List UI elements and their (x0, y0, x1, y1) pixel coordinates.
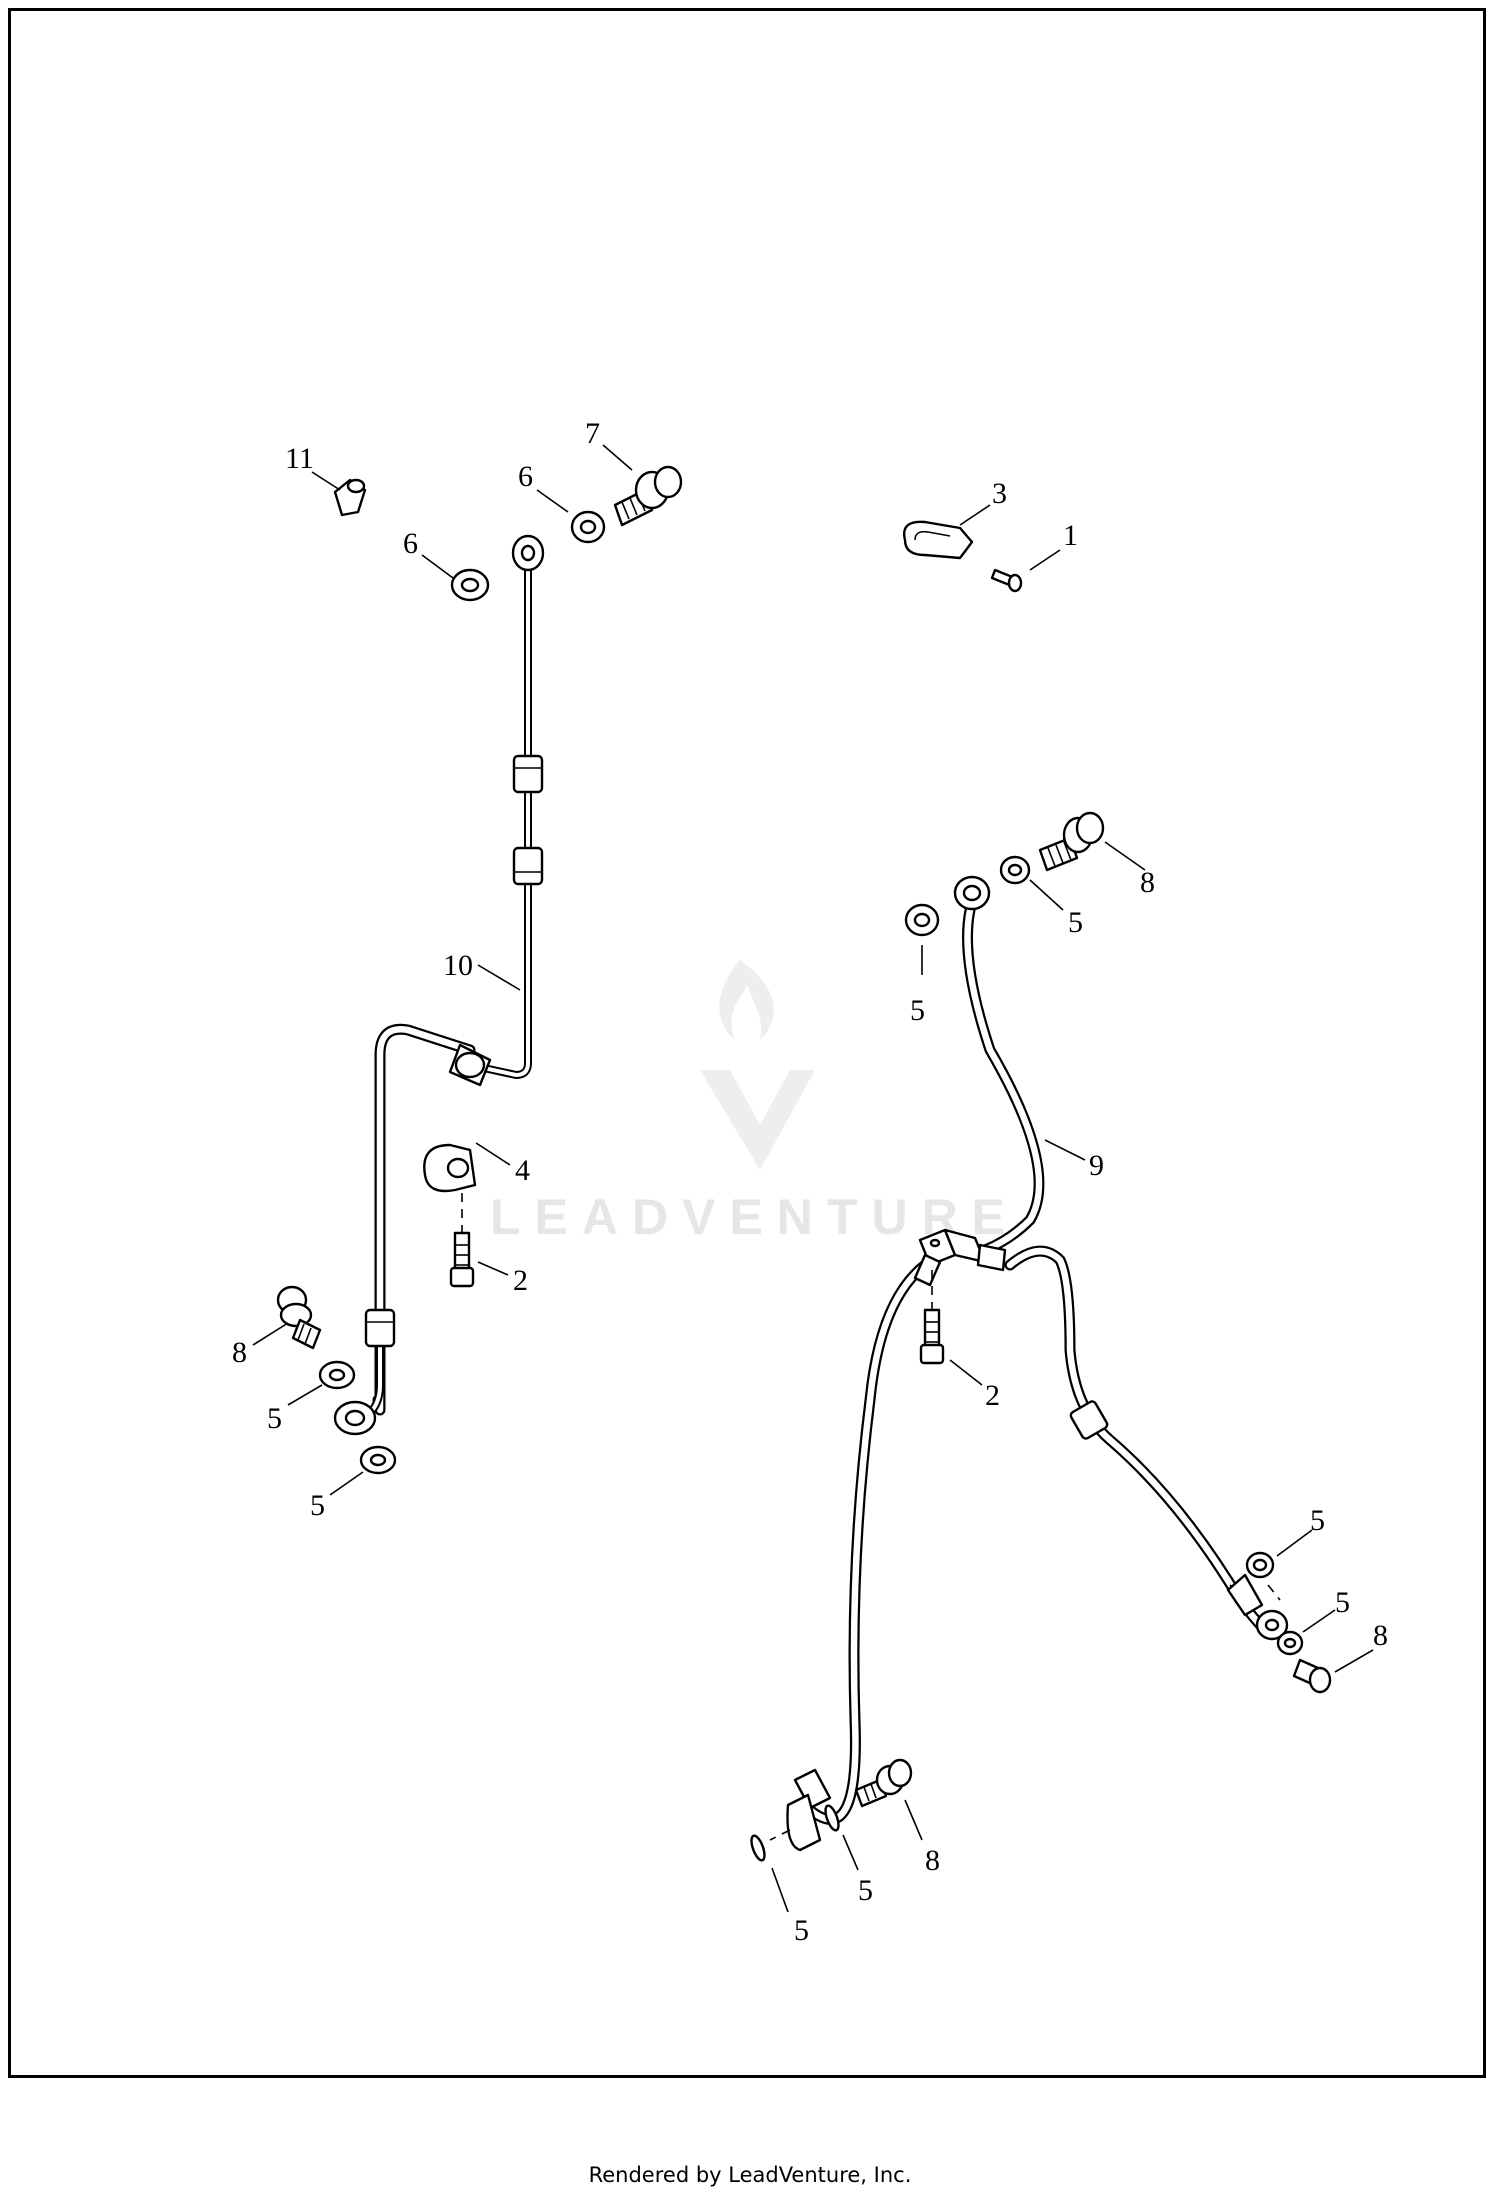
callout-1: 1 (1063, 519, 1078, 552)
banjo-bolt-part (613, 465, 683, 527)
washer-part (570, 510, 606, 544)
o-ring-part (824, 1804, 840, 1832)
callout-2: 2 (513, 1264, 528, 1297)
callout-5: 5 (794, 1914, 809, 1947)
washer-part (359, 1445, 397, 1475)
o-ring-part (750, 1834, 766, 1862)
diagram-frame (8, 8, 1486, 2078)
washer-part (450, 568, 490, 602)
banjo-bolt-part (276, 1285, 322, 1350)
socket-bolt-part (919, 1308, 945, 1365)
callout-labels: 11 7 6 6 3 1 8 5 5 10 9 4 2 8 5 5 2 5 5 … (232, 417, 1388, 1947)
banjo-bolt-part (1038, 811, 1105, 872)
callout-10: 10 (443, 949, 473, 982)
callout-8: 8 (1373, 1619, 1388, 1652)
p-clamp-part (903, 520, 974, 560)
callout-5: 5 (910, 994, 925, 1027)
callout-6: 6 (518, 460, 533, 493)
banjo-bolt-part (1292, 1658, 1332, 1694)
banjo-bolt-part (854, 1758, 913, 1808)
washer-part (999, 855, 1031, 885)
callout-4: 4 (515, 1154, 530, 1187)
flame-v-logo-icon (700, 960, 815, 1170)
callout-5: 5 (267, 1402, 282, 1435)
callout-8: 8 (1140, 866, 1155, 899)
leader-lines (252, 444, 1374, 1913)
washer-part (318, 1360, 356, 1390)
screw-part (990, 568, 1023, 593)
callout-3: 3 (992, 477, 1007, 510)
watermark-text: LEADVENTURE (490, 1189, 1020, 1245)
callout-5: 5 (1335, 1586, 1350, 1619)
front-brake-line (333, 534, 545, 1436)
rear-brake-line-assembly (786, 875, 1289, 1852)
washer-part (904, 903, 940, 937)
socket-bolt-part (449, 1231, 475, 1288)
callout-2: 2 (985, 1379, 1000, 1412)
callout-6: 6 (403, 527, 418, 560)
callout-11: 11 (285, 442, 314, 475)
callout-5: 5 (858, 1874, 873, 1907)
washer-part (1245, 1551, 1275, 1579)
line-clip-part (423, 1143, 477, 1193)
callout-9: 9 (1089, 1149, 1104, 1182)
bleeder-cap-part (333, 478, 367, 517)
callout-8: 8 (925, 1844, 940, 1877)
washer-part (1276, 1630, 1304, 1656)
callout-8: 8 (232, 1336, 247, 1369)
brake-line-diagram: 11 7 6 6 3 1 8 5 5 10 9 4 2 8 5 5 2 5 5 … (232, 417, 1388, 1947)
callout-5: 5 (1068, 906, 1083, 939)
callout-5: 5 (1310, 1504, 1325, 1537)
callout-7: 7 (585, 417, 600, 450)
callout-5: 5 (310, 1489, 325, 1522)
footer-credit: Rendered by LeadVenture, Inc. (588, 2163, 912, 2187)
